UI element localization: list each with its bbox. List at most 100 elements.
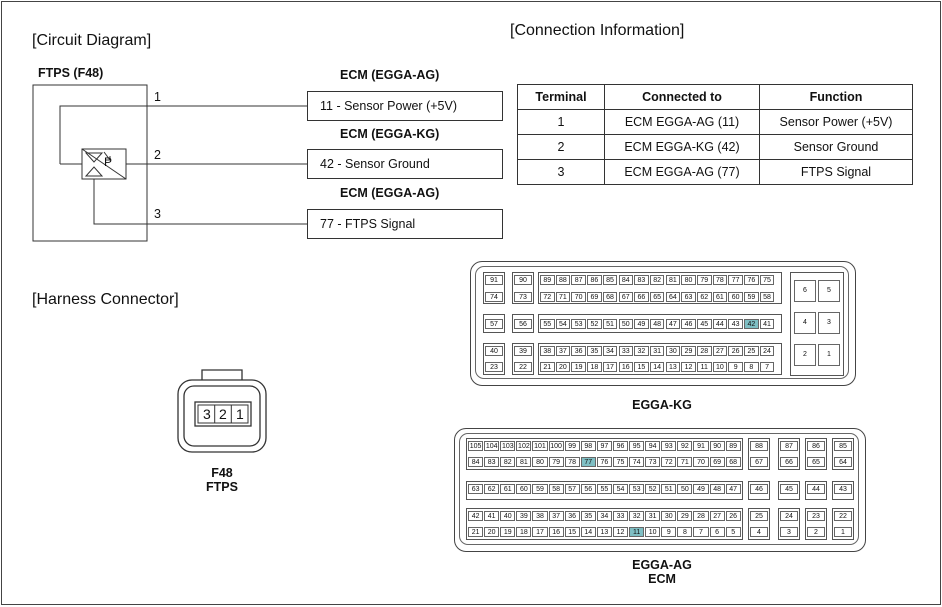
table-cell: ECM EGGA-AG (77) bbox=[604, 159, 760, 185]
connector-pin: 12 bbox=[612, 527, 629, 537]
connector-pin: 72 bbox=[661, 457, 677, 467]
connector-pin: 93 bbox=[661, 441, 677, 451]
connector-pin: 81 bbox=[665, 275, 681, 285]
connector-pin: 18 bbox=[587, 362, 602, 372]
connector-pin: 61 bbox=[712, 292, 728, 302]
connector-pin: 9 bbox=[728, 362, 743, 372]
connector-pin: 73 bbox=[514, 292, 532, 302]
connector-pin: 94 bbox=[645, 441, 661, 451]
connector-pin: 13 bbox=[665, 362, 681, 372]
connector-pin: 62 bbox=[484, 484, 500, 494]
egga-kg-caption: EGGA-KG bbox=[632, 398, 692, 412]
connector-pin: 50 bbox=[677, 484, 693, 494]
connector-pin: 38 bbox=[532, 511, 548, 521]
connector-pin: 44 bbox=[712, 319, 728, 329]
connector-pin: 33 bbox=[612, 511, 629, 521]
ecm-title-2: ECM (EGGA-KG) bbox=[340, 127, 440, 141]
connector-pin: 27 bbox=[712, 346, 728, 356]
connector-pin: 55 bbox=[540, 319, 555, 329]
f48-pin: 3 bbox=[203, 406, 211, 422]
egga-ag-caption-line1: EGGA-AG bbox=[632, 558, 692, 572]
connector-pin: 81 bbox=[516, 457, 532, 467]
sensor-housing bbox=[32, 84, 148, 242]
table-row: 2 ECM EGGA-KG (42) Sensor Ground bbox=[517, 134, 913, 160]
connector-pin: 97 bbox=[596, 441, 612, 451]
connector-pin: 90 bbox=[514, 275, 532, 285]
connector-pin: 68 bbox=[725, 457, 741, 467]
table-cell: 3 bbox=[517, 159, 605, 185]
ecm-terminal-label-3: 77 - FTPS Signal bbox=[320, 217, 416, 231]
connector-pin: 40 bbox=[485, 346, 503, 356]
connector-pin: 100 bbox=[548, 441, 564, 451]
connector-pin: 82 bbox=[500, 457, 516, 467]
connector-pin: 26 bbox=[725, 511, 741, 521]
connector-pin: 68 bbox=[602, 292, 618, 302]
connector-pin: 80 bbox=[681, 275, 696, 285]
connector-pin: 66 bbox=[780, 457, 798, 467]
connector-pin: 98 bbox=[580, 441, 596, 451]
connector-pin: 65 bbox=[807, 457, 825, 467]
connector-pin: 76 bbox=[596, 457, 612, 467]
connector-pin: 21 bbox=[468, 527, 484, 537]
connector-pin: 14 bbox=[580, 527, 596, 537]
connector-pin: 84 bbox=[468, 457, 484, 467]
connector-pin: 42 bbox=[744, 319, 759, 329]
connector-pin: 53 bbox=[629, 484, 645, 494]
connector-pin: 46 bbox=[681, 319, 696, 329]
table-cell: ECM EGGA-AG (11) bbox=[604, 109, 760, 135]
connector-pin: 53 bbox=[571, 319, 586, 329]
connector-pin: 34 bbox=[602, 346, 618, 356]
connector-pin: 62 bbox=[697, 292, 712, 302]
connector-pin: 46 bbox=[750, 484, 768, 494]
sensor-title: FTPS (F48) bbox=[38, 66, 104, 80]
connector-pin: 6 bbox=[794, 280, 816, 302]
connector-pin: 75 bbox=[612, 457, 629, 467]
egga-ag-caption: EGGA-AG ECM bbox=[602, 558, 722, 586]
connector-pin: 29 bbox=[681, 346, 696, 356]
connector-pin: 34 bbox=[596, 511, 612, 521]
connector-pin: 74 bbox=[629, 457, 645, 467]
connector-pin: 17 bbox=[532, 527, 548, 537]
connector-pin: 80 bbox=[532, 457, 548, 467]
connector-pin: 89 bbox=[725, 441, 741, 451]
connector-pin: 23 bbox=[807, 511, 825, 521]
connector-pin: 96 bbox=[612, 441, 629, 451]
connector-pin: 104 bbox=[484, 441, 500, 451]
f48-caption: F48 FTPS bbox=[192, 466, 252, 494]
connector-pin: 8 bbox=[677, 527, 693, 537]
connector-pin: 47 bbox=[665, 319, 681, 329]
connector-pin: 31 bbox=[649, 346, 665, 356]
connector-pin: 83 bbox=[484, 457, 500, 467]
connector-pin: 3 bbox=[780, 527, 798, 537]
connector-pin: 71 bbox=[677, 457, 693, 467]
connector-pin: 24 bbox=[759, 346, 775, 356]
connector-pin: 40 bbox=[500, 511, 516, 521]
connector-pin: 82 bbox=[649, 275, 665, 285]
connector-pin: 45 bbox=[697, 319, 712, 329]
connector-pin: 32 bbox=[629, 511, 645, 521]
connector-pin: 16 bbox=[548, 527, 564, 537]
connector-pin: 60 bbox=[516, 484, 532, 494]
connector-pin: 103 bbox=[500, 441, 516, 451]
f48-connector bbox=[177, 369, 267, 453]
connector-pin: 101 bbox=[532, 441, 548, 451]
connector-pin: 78 bbox=[564, 457, 580, 467]
connector-pin: 44 bbox=[807, 484, 825, 494]
connector-pin: 14 bbox=[649, 362, 665, 372]
connector-pin: 12 bbox=[681, 362, 696, 372]
connector-pin: 84 bbox=[618, 275, 633, 285]
connector-pin: 5 bbox=[818, 280, 840, 302]
connector-pin: 79 bbox=[548, 457, 564, 467]
connector-pin: 20 bbox=[555, 362, 571, 372]
table-row: 1 ECM EGGA-AG (11) Sensor Power (+5V) bbox=[517, 109, 913, 135]
connector-pin: 18 bbox=[516, 527, 532, 537]
connector-pin: 16 bbox=[618, 362, 633, 372]
ecm-terminal-box-3: 77 - FTPS Signal bbox=[307, 209, 503, 239]
harness-connector-title: [Harness Connector] bbox=[32, 291, 179, 308]
connector-pin: 36 bbox=[571, 346, 586, 356]
table-header-function: Function bbox=[759, 84, 913, 110]
connector-pin: 11 bbox=[697, 362, 712, 372]
connector-pin: 86 bbox=[587, 275, 602, 285]
connector-pin: 90 bbox=[709, 441, 725, 451]
connector-pin: 105 bbox=[468, 441, 484, 451]
